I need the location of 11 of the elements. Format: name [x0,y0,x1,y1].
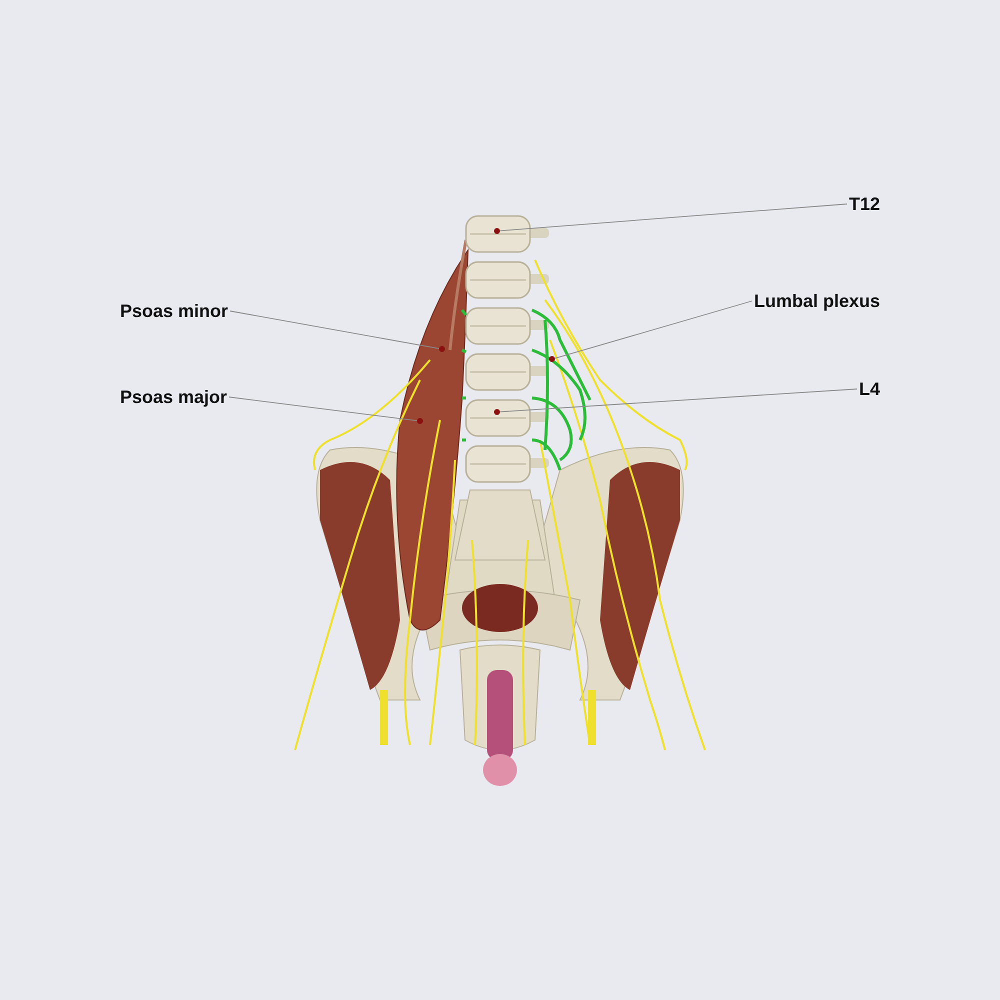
leader-line [554,300,752,359]
anatomy-label: Psoas minor [120,300,228,322]
leader-line [500,204,848,232]
anatomy-label: L4 [858,378,880,400]
leader-line [500,388,858,412]
anatomy-label: T12 [848,193,880,215]
leader-line [230,310,440,350]
anatomy-label: Lumbal plexus [754,290,880,312]
anatomy-label: Psoas major [120,386,228,408]
target-point [549,356,555,362]
leader-line [228,396,418,422]
